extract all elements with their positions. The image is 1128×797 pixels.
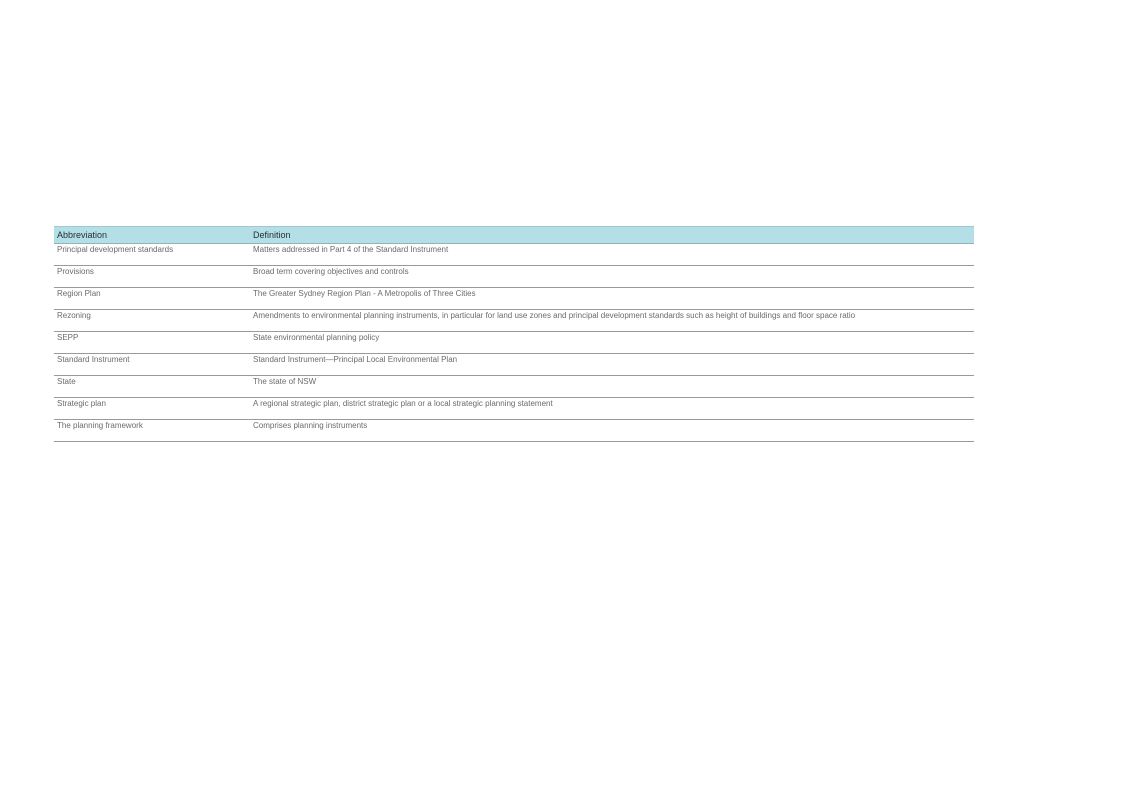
definition-cell: Comprises planning instruments bbox=[250, 419, 974, 442]
abbreviation-cell: Rezoning bbox=[54, 309, 250, 332]
abbreviation-cell: Strategic plan bbox=[54, 397, 250, 420]
table-row: The planning framework Comprises plannin… bbox=[54, 419, 974, 442]
abbreviation-cell: Principal development standards bbox=[54, 243, 250, 266]
abbreviation-cell: The planning framework bbox=[54, 419, 250, 442]
abbreviation-cell: State bbox=[54, 375, 250, 398]
definition-cell: Amendments to environmental planning ins… bbox=[250, 309, 974, 332]
abbreviation-cell: Standard Instrument bbox=[54, 353, 250, 376]
definition-cell: Standard Instrument—Principal Local Envi… bbox=[250, 353, 974, 376]
table-row: State The state of NSW bbox=[54, 375, 974, 398]
column-header-definition: Definition bbox=[250, 226, 974, 244]
table-header: Abbreviation Definition bbox=[54, 226, 974, 244]
header-row: Abbreviation Definition bbox=[54, 226, 974, 244]
definition-cell: The Greater Sydney Region Plan - A Metro… bbox=[250, 287, 974, 310]
definition-cell: State environmental planning policy bbox=[250, 331, 974, 354]
abbreviation-cell: Provisions bbox=[54, 265, 250, 288]
definition-cell: Matters addressed in Part 4 of the Stand… bbox=[250, 243, 974, 266]
table-body: Principal development standards Matters … bbox=[54, 243, 974, 442]
table-row: Principal development standards Matters … bbox=[54, 243, 974, 266]
table-row: Provisions Broad term covering objective… bbox=[54, 265, 974, 288]
definition-cell: The state of NSW bbox=[250, 375, 974, 398]
table-row: SEPP State environmental planning policy bbox=[54, 331, 974, 354]
table-row: Rezoning Amendments to environmental pla… bbox=[54, 309, 974, 332]
abbreviation-cell: Region Plan bbox=[54, 287, 250, 310]
table-row: Strategic plan A regional strategic plan… bbox=[54, 397, 974, 420]
table-row: Region Plan The Greater Sydney Region Pl… bbox=[54, 287, 974, 310]
glossary-table: Abbreviation Definition Principal develo… bbox=[54, 226, 974, 442]
definition-cell: Broad term covering objectives and contr… bbox=[250, 265, 974, 288]
table-row: Standard Instrument Standard Instrument—… bbox=[54, 353, 974, 376]
definition-cell: A regional strategic plan, district stra… bbox=[250, 397, 974, 420]
column-header-abbreviation: Abbreviation bbox=[54, 226, 250, 244]
abbreviation-cell: SEPP bbox=[54, 331, 250, 354]
